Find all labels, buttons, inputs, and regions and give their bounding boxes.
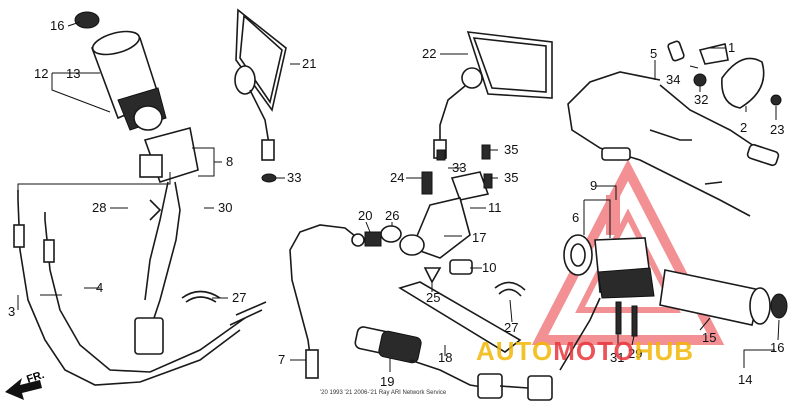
callout-7: 7: [278, 352, 285, 367]
callout-26: 26: [385, 208, 399, 223]
leader-lines: [17, 21, 780, 372]
watermark-text-a: AUTO: [476, 336, 553, 366]
svg-text:AUTOMOTOHUB: AUTOMOTOHUB: [476, 336, 694, 366]
watermark-text-c: HUB: [635, 336, 694, 366]
left-mirror: [234, 8, 287, 183]
callout-16b: 16: [770, 340, 784, 355]
callout-33a: 33: [287, 170, 301, 185]
callout-14: 14: [738, 372, 752, 387]
callout-24: 24: [390, 170, 404, 185]
callout-19: 19: [380, 374, 394, 389]
callout-35b: 35: [504, 170, 518, 185]
callout-17: 17: [472, 230, 486, 245]
forward-direction-arrow: FR.: [5, 369, 46, 400]
right-throttle-assembly: [559, 234, 788, 371]
callout-29: 29: [628, 346, 642, 361]
left-handle-switch: [354, 326, 553, 401]
callout-5: 5: [650, 46, 657, 61]
callout-27b: 27: [504, 320, 518, 335]
watermark-text-b: MOTO: [553, 336, 635, 366]
callout-4: 4: [96, 280, 103, 295]
callout-2: 2: [740, 120, 747, 135]
callout-15: 15: [702, 330, 716, 345]
choke-cable: [289, 224, 365, 379]
callout-31: 31: [610, 350, 624, 365]
throttle-cables: [13, 190, 267, 386]
callout-27a: 27: [232, 290, 246, 305]
callout-25: 25: [426, 290, 440, 305]
callout-21: 21: [302, 56, 316, 71]
switch-and-wiring: [567, 40, 782, 217]
callout-30: 30: [218, 200, 232, 215]
callout-35a: 35: [504, 142, 518, 157]
callout-3: 3: [8, 304, 15, 319]
callout-13: 13: [66, 66, 80, 81]
callout-1: 1: [728, 40, 735, 55]
callout-12: 12: [34, 66, 48, 81]
footer-text: '20 1993 '21 2006-'21 Ray ARI Network Se…: [320, 390, 447, 396]
callout-28: 28: [92, 200, 106, 215]
callout-11: 11: [488, 200, 502, 215]
brake-lever-assembly: [364, 144, 522, 353]
callout-10: 10: [482, 260, 496, 275]
callout-8: 8: [226, 154, 233, 169]
direction-label: FR.: [25, 369, 46, 386]
callout-9: 9: [590, 178, 597, 193]
callout-18: 18: [438, 350, 452, 365]
right-mirror: [433, 31, 553, 159]
left-grip: [74, 11, 167, 131]
callout-33b: 33: [452, 160, 466, 175]
callout-34: 34: [666, 72, 680, 87]
callout-22: 22: [422, 46, 436, 61]
left-switch-housing: [134, 127, 199, 355]
callout-6: 6: [572, 210, 579, 225]
callout-20: 20: [358, 208, 372, 223]
callout-16: 16: [50, 18, 64, 33]
callout-23: 23: [770, 122, 784, 137]
watermark-text: AUTOMOTOHUB: [476, 336, 694, 366]
callout-32: 32: [694, 92, 708, 107]
cable-clips: [181, 281, 526, 303]
callout-numbers: 1 2 3 4 5 6 7 8 9 10 11 12 13 14 15 16 1…: [8, 18, 784, 389]
